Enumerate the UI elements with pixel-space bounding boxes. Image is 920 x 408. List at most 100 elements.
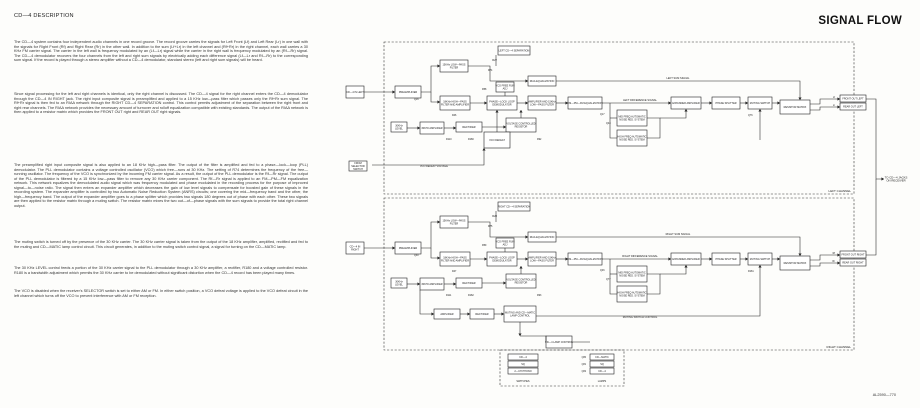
left-channel-output-ref: Lf xyxy=(833,96,835,99)
signal-path xyxy=(468,65,528,82)
flow-arrow xyxy=(758,109,762,112)
right-channel-30khz-amplifier-label: 30KHz AMPLIFIER xyxy=(421,283,442,286)
right-channel-resistor-matrix-block xyxy=(779,255,811,271)
right-channel-pll-demodulator-label: DEMODULATOR xyxy=(492,259,511,262)
flow-arrow xyxy=(484,101,487,105)
carrier-rectifier-label: RECTIFIER xyxy=(475,313,488,316)
right-channel-component-ref: R111 xyxy=(446,294,452,297)
signal-path xyxy=(556,80,801,100)
right-channel-front-out-label: FRONT OUT RIGHT xyxy=(842,253,865,256)
left-channel-high-anrs-label: HIGH FREQ AUTOMATIC xyxy=(618,135,647,138)
left-channel-muting-switch-label: MUTING SWITCH xyxy=(750,102,771,105)
right-channel-low-pass-filter-label: FILTER xyxy=(450,222,459,225)
right-channel-difference-signal: RIGHT DIFFERENCE SIGNAL xyxy=(622,254,658,258)
right-channel-high-pass-filter-label: 18KHz HIGH—PASS xyxy=(443,256,467,259)
flow-arrow xyxy=(709,101,712,105)
left-channel-riaa-equalization-label: RIAA EQUALIZATION xyxy=(530,80,555,83)
left-channel-pll-demodulator-label: DEMODULATOR xyxy=(492,103,511,106)
left-channel-rectifier-label: RECTIFIER xyxy=(462,126,475,129)
signal-path xyxy=(536,265,761,317)
flow-arrow xyxy=(525,101,528,105)
switch-lamp-outline xyxy=(499,349,625,387)
section-heading: CD—4 DESCRIPTION xyxy=(14,13,74,19)
lamps-caption: LAMPS xyxy=(598,380,607,383)
left-channel-output-ref: Lr xyxy=(833,104,835,107)
signal-path xyxy=(810,98,840,105)
left-channel-fm-equalization-label: FM—PM—FM EQUALIZATION xyxy=(568,102,603,105)
lamp-ref: Q82 xyxy=(582,371,587,373)
left-channel-name: LEFT CHANNEL xyxy=(829,189,852,193)
flow-arrow xyxy=(453,282,456,286)
left-channel-component-ref: Q44 xyxy=(606,122,611,125)
indicator-lamp-label: SQ xyxy=(600,363,604,366)
muting-switch-control-label: MUTING SWITCH CONTROL xyxy=(623,315,658,319)
left-channel-voltage-controlled-resistor-label: RESISTOR xyxy=(515,125,528,128)
flow-arrow xyxy=(758,265,762,268)
left-channel-separation-control-block xyxy=(497,45,531,56)
left-channel-component-ref: R180 xyxy=(468,138,474,141)
signal-path xyxy=(647,117,661,139)
signal-path xyxy=(556,236,801,256)
indicator-lamp-block xyxy=(589,367,615,375)
signal-path xyxy=(421,65,440,93)
left-channel-rear-out-label: REAR OUT LEFT xyxy=(843,105,863,108)
flow-arrow xyxy=(503,281,506,285)
flow-arrow xyxy=(837,253,840,257)
flow-arrow xyxy=(417,282,420,286)
selector-switch-block xyxy=(348,160,368,172)
left-channel-component-ref: Q17 xyxy=(600,113,605,116)
right-channel-mid-anrs-label: MID FREQ AUTOMATIC xyxy=(618,271,645,274)
right-channel-rear-out-block xyxy=(839,258,867,267)
right-channel-phase-splitter-label: PHASE SPLITTER xyxy=(715,258,736,261)
flow-arrow xyxy=(495,110,499,113)
right-channel-component-ref: Q77 xyxy=(606,278,611,281)
mode-switch-block xyxy=(507,353,539,361)
vco-defeat-label: VCO DEFEAT xyxy=(489,139,505,142)
left-channel-resistor-matrix-label: RESISTOR MATRIX xyxy=(784,106,807,109)
flow-arrow xyxy=(484,257,487,261)
flow-arrow xyxy=(437,64,440,68)
right-channel-component-ref: R47 xyxy=(452,270,457,273)
left-channel-component-ref: Q76 xyxy=(748,114,753,117)
right-channel-front-out-block xyxy=(839,250,867,259)
muting-lamp-control-label: MUTING AND CD—MATIC xyxy=(505,311,535,314)
right-channel-voltage-controlled-resistor-label: VOLTAGE CONTROLLED xyxy=(506,278,535,281)
lamp-ref: Q81 xyxy=(582,364,587,366)
flow-arrow xyxy=(745,257,748,261)
signal-path xyxy=(660,109,687,119)
right-channel-input-jack-label: CD—4 IN xyxy=(350,245,361,248)
flow-arrow xyxy=(453,126,456,130)
right-channel-separation-control-label: RIGHT CD—4 SEPARATION xyxy=(498,205,531,208)
flow-arrow xyxy=(519,110,523,113)
left-channel-component-ref: R58 xyxy=(482,88,487,91)
right-channel-low-pass-filter-label: 15KHz LOW—PASS xyxy=(443,219,466,222)
left-channel-level-control-label: LEVEL xyxy=(395,127,403,130)
flow-arrow xyxy=(503,125,506,129)
description-paragraph: The VCO is disabled when the receiver's … xyxy=(14,289,308,298)
left-channel-separation-control-label: LEFT CD—4 SEPARATION xyxy=(499,49,530,52)
left-channel-high-pass-filter-label: 18KHz HIGH—PASS xyxy=(443,100,467,103)
left-channel-component-ref: R92 xyxy=(537,138,542,141)
right-channel-amplifier-lpf-label: LOW—PASS FILTER xyxy=(530,259,554,262)
selector-switch-label: FROM xyxy=(354,162,361,165)
left-channel-component-ref: R46 xyxy=(452,114,457,117)
left-channel-input-jack-label: CD—4 IN LEFT xyxy=(346,91,364,94)
description-paragraph: Since signal processing for the left and… xyxy=(14,92,308,114)
right-channel-high-anrs-label: HIGH FREQ AUTOMATIC xyxy=(618,291,647,294)
right-channel-output-ref: Rf xyxy=(833,252,836,255)
left-channel-rear-out-block xyxy=(839,102,867,111)
signal-path xyxy=(866,179,877,256)
signal-path xyxy=(810,262,840,267)
right-channel-component-ref: R75 xyxy=(488,225,493,228)
flow-arrow xyxy=(431,312,434,316)
signal-path xyxy=(430,92,440,103)
description-paragraph: The muting switch is turned off by the p… xyxy=(14,240,308,249)
right-channel-component-ref: Q30 xyxy=(414,254,419,257)
flow-arrow xyxy=(798,97,802,100)
right-channel-component-ref: R93 xyxy=(537,294,542,297)
signal-path xyxy=(520,335,547,342)
mode-switch-label: SQ xyxy=(521,363,525,366)
description-paragraph: The preamplified right input composite s… xyxy=(14,163,308,208)
